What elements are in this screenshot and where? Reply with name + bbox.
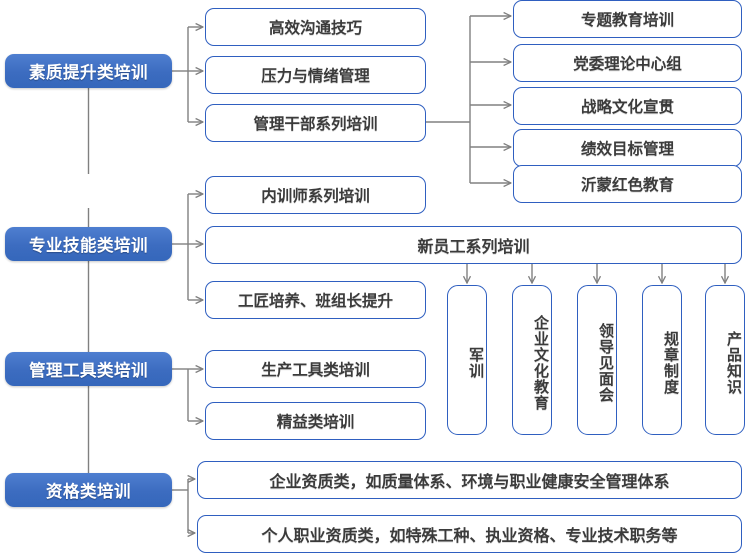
node-production-tool-training[interactable]: 生产工具类培训	[205, 350, 426, 388]
category-qualification[interactable]: 资格类培训	[5, 473, 172, 507]
node-internal-trainer-series[interactable]: 内训师系列培训	[205, 176, 426, 214]
node-special-topic-education[interactable]: 专题教育培训	[513, 0, 742, 38]
node-craftsman-team-leader[interactable]: 工匠培养、班组长提升	[205, 281, 426, 319]
node-enterprise-qualification[interactable]: 企业资质类，如质量体系、环境与职业健康安全管理体系	[197, 461, 742, 499]
node-military-training[interactable]: 军训	[447, 285, 487, 435]
category-quality[interactable]: 素质提升类培训	[5, 54, 172, 88]
category-professional-skill[interactable]: 专业技能类培训	[5, 227, 172, 261]
node-personal-occupational-qualification[interactable]: 个人职业资质类，如特殊工种、执业资格、专业技术职务等	[197, 515, 742, 553]
node-strategy-culture-promotion[interactable]: 战略文化宣贯	[513, 87, 742, 125]
node-product-knowledge[interactable]: 产品知识	[705, 285, 745, 435]
node-efficient-communication[interactable]: 高效沟通技巧	[205, 8, 426, 46]
node-performance-goal-management[interactable]: 绩效目标管理	[513, 129, 742, 167]
node-leadership-meeting[interactable]: 领导见面会	[577, 285, 617, 435]
node-party-theory-center-group[interactable]: 党委理论中心组	[513, 44, 742, 82]
node-management-cadre-series[interactable]: 管理干部系列培训	[205, 104, 426, 142]
node-lean-training[interactable]: 精益类培训	[205, 402, 426, 440]
node-new-employee-series[interactable]: 新员工系列培训	[205, 226, 742, 264]
node-stress-emotion-management[interactable]: 压力与情绪管理	[205, 56, 426, 94]
node-corporate-culture-education[interactable]: 企业文化教育	[512, 285, 552, 435]
node-rules-and-regulations[interactable]: 规章制度	[642, 285, 682, 435]
category-management-tool[interactable]: 管理工具类培训	[5, 352, 172, 386]
node-yimeng-red-education[interactable]: 沂蒙红色教育	[513, 165, 742, 203]
